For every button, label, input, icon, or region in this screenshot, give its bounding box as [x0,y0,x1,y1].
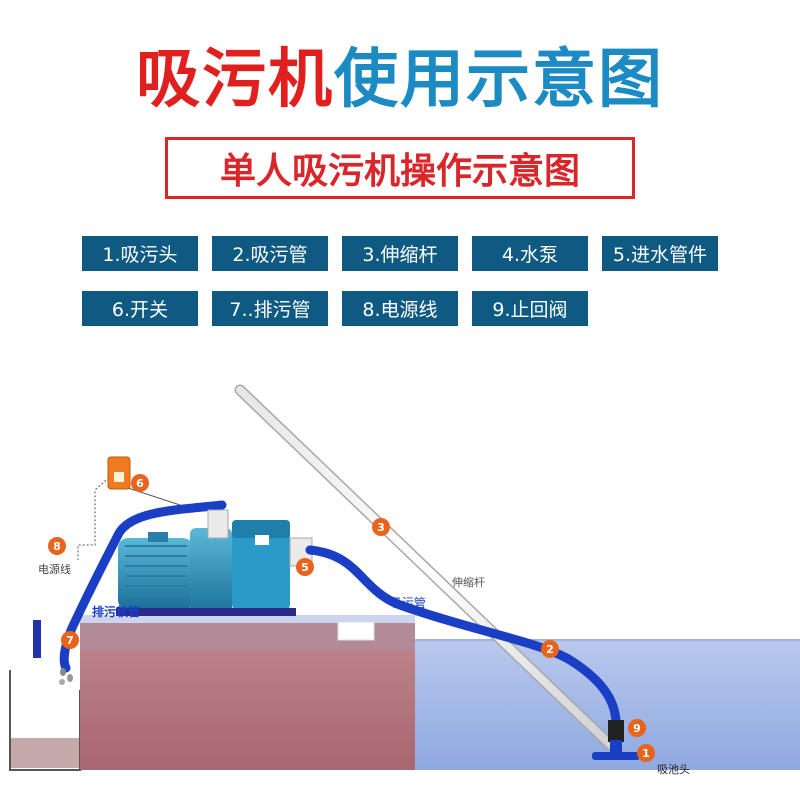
drain-basin [9,670,81,771]
legend-label: 1.吸污头 [102,244,178,266]
legend-item-check-valve: 9.止回阀 [472,291,588,326]
page-title: 吸污机使用示意图 [0,28,800,120]
legend-label: 6.开关 [111,299,169,321]
legend-label: 4.水泵 [501,244,559,266]
legend-item-inlet-fitting: 5.进水管件 [602,236,718,271]
legend-label: 2.吸污管 [232,244,308,266]
suction-head [592,740,640,760]
switch-box [107,456,131,490]
suction-head-label: 吸池头 [657,763,690,776]
pole-label: 伸缩杆 [452,575,485,589]
drain-water-drops [59,668,73,685]
legend-label: 7..排污管 [229,299,311,321]
marker-6: 6 [131,474,149,492]
legend-label: 5.进水管件 [612,244,708,266]
legend-item-telescopic-pole: 3.伸缩杆 [342,236,458,271]
marker-5-text: 5 [301,561,309,574]
marker-6-text: 6 [136,477,144,490]
marker-1: 1 [637,744,655,762]
marker-5: 5 [296,558,314,576]
marker-8-text: 8 [53,540,61,553]
power-cord-label: 电源线 [38,562,71,576]
legend-label: 3.伸缩杆 [362,244,438,266]
water-pump [116,509,313,616]
subtitle: 单人吸污机操作示意图 [219,151,580,192]
poolside-ground [33,615,415,770]
suction-hose [305,545,621,743]
legend-item-power-cord: 8.电源线 [342,291,458,326]
legend-item-drain-hose: 7..排污管 [212,291,328,326]
subtitle-box: 单人吸污机操作示意图 [165,137,635,199]
legend-item-switch: 6.开关 [82,291,198,326]
marker-2-text: 2 [546,643,554,656]
check-valve [608,720,624,742]
marker-7: 7 [61,631,79,649]
drain-hose-label: 排污软管 [92,604,140,619]
suction-hose-label: 吸污管 [390,595,426,610]
legend-label: 9.止回阀 [492,299,568,321]
power-cord-line [77,474,113,560]
marker-2: 2 [541,640,559,658]
marker-3: 3 [372,518,390,536]
marker-1-text: 1 [642,747,650,760]
marker-9: 9 [628,719,646,737]
title-part-2: 使用示意图 [334,43,664,117]
marker-3-text: 3 [377,521,385,534]
legend-item-suction-hose: 2.吸污管 [212,236,328,271]
legend-item-suction-head: 1.吸污头 [82,236,198,271]
marker-7-text: 7 [66,634,74,647]
legend-label: 8.电源线 [362,299,438,321]
pool-water [415,639,800,770]
marker-9-text: 9 [633,722,641,735]
title-part-1: 吸污机 [136,43,334,117]
marker-8: 8 [48,537,66,555]
legend-item-water-pump: 4.水泵 [472,236,588,271]
usage-diagram: 电源线 排污软管 吸污管 伸缩杆 吸池头 6 8 3 5 7 2 9 1 [9,384,800,776]
telescopic-pole [234,384,624,758]
